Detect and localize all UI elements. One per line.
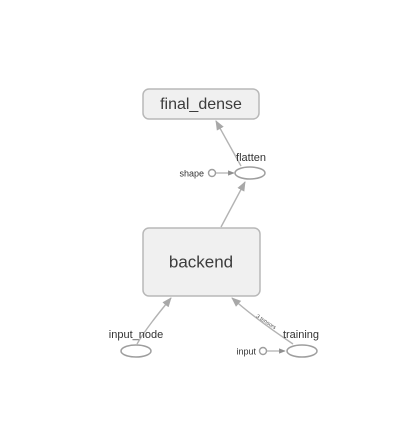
edge-input-node-to-backend [136, 297, 172, 345]
node-final-dense-box [142, 88, 260, 120]
edge-backend-to-flatten [220, 181, 246, 228]
node-backend-label: backend [169, 252, 233, 271]
node-shape[interactable]: shape [179, 168, 217, 178]
node-shape-circle [207, 168, 217, 178]
edge-label-text: 3 tensors [255, 314, 277, 331]
node-input-node-label: input_node [109, 329, 163, 341]
node-input-label: input [236, 346, 256, 356]
node-training-ellipse [286, 344, 318, 358]
node-training[interactable]: training [283, 329, 319, 358]
node-input[interactable]: input [236, 346, 268, 356]
node-final-dense[interactable]: final_dense [142, 88, 260, 120]
node-input-node[interactable]: input_node [109, 329, 163, 358]
node-input-circle [258, 346, 268, 356]
node-flatten-ellipse [234, 166, 266, 180]
node-flatten-label: flatten [236, 152, 266, 164]
node-flatten[interactable]: flatten [234, 152, 266, 180]
edge-label-3-tensors: 3 tensors [255, 314, 277, 331]
node-final-dense-label: final_dense [160, 96, 242, 113]
node-backend[interactable]: backend [142, 227, 261, 297]
node-backend-box [142, 227, 261, 297]
node-input-node-ellipse [120, 344, 152, 358]
node-shape-label: shape [179, 168, 204, 178]
node-training-label: training [283, 329, 319, 341]
edge-training-to-backend [231, 297, 294, 345]
edge-flatten-to-final-dense [215, 120, 242, 167]
